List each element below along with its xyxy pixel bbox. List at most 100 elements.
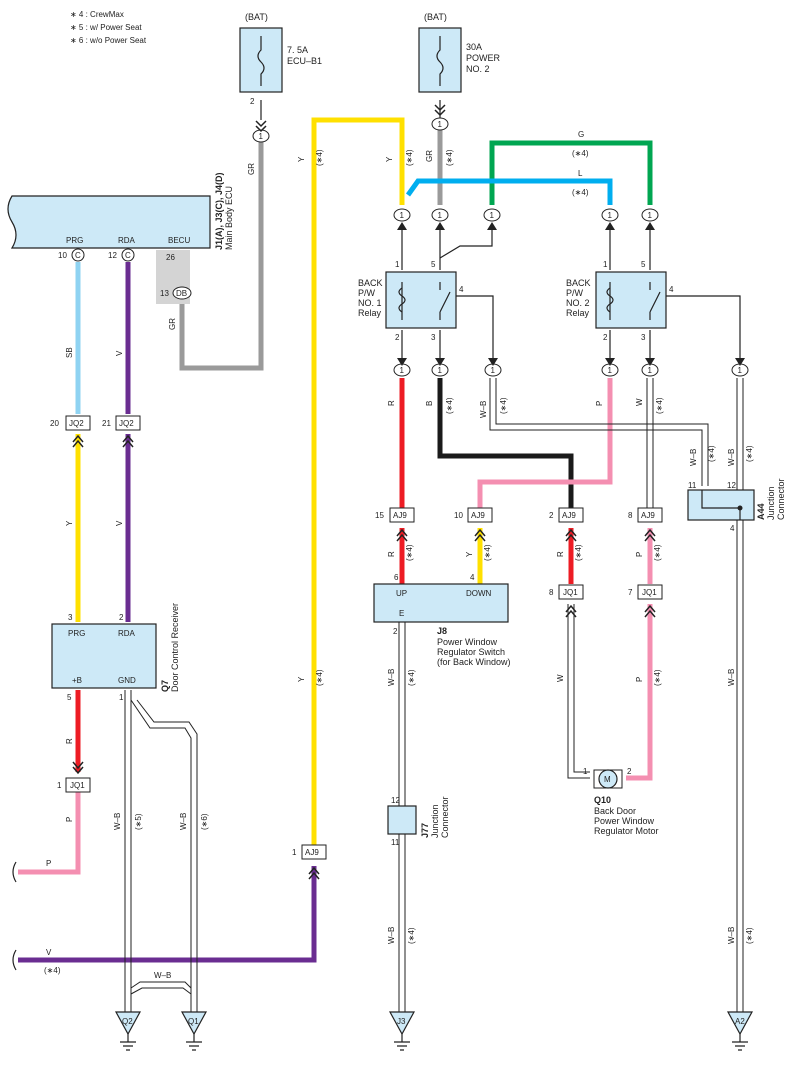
svg-text:W: W: [556, 674, 565, 682]
svg-text:Y: Y: [297, 156, 306, 162]
svg-text:W–B: W–B: [727, 927, 736, 944]
svg-text:SB: SB: [65, 347, 74, 358]
svg-text:(∗4): (∗4): [574, 544, 583, 561]
svg-text:Power Window: Power Window: [594, 816, 655, 826]
svg-text:P: P: [65, 817, 74, 822]
svg-text:J8: J8: [437, 626, 447, 636]
svg-text:(∗4): (∗4): [745, 445, 754, 462]
svg-text:3: 3: [431, 333, 436, 342]
svg-text:(∗4): (∗4): [445, 149, 454, 166]
wire-g: [489, 140, 653, 205]
junction-connector-a44: 11 12 4 A44 Junction Connector: [687, 478, 786, 533]
svg-text:(∗4): (∗4): [315, 149, 324, 166]
svg-text:1: 1: [292, 848, 297, 857]
wire-p-relay2: [477, 378, 613, 508]
svg-text:W–B: W–B: [387, 927, 396, 944]
chevron-markers: [72, 104, 656, 880]
fuse-ecu-b1: (BAT) 7. 5A ECU–B1 2: [239, 12, 322, 106]
svg-text:W: W: [635, 398, 644, 406]
svg-text:BACK: BACK: [566, 278, 591, 288]
svg-text:(BAT): (BAT): [245, 12, 268, 22]
svg-text:M: M: [604, 775, 611, 784]
svg-text:Relay: Relay: [566, 308, 590, 318]
svg-text:(∗4): (∗4): [405, 149, 414, 166]
svg-text:1: 1: [438, 366, 443, 375]
svg-text:7: 7: [628, 588, 633, 597]
wire-labels: GR GR Y (∗4) Y (∗4) GR (∗4) G (∗4) L (∗4…: [44, 130, 754, 980]
svg-text:Back Door: Back Door: [594, 806, 636, 816]
svg-text:Junction: Junction: [430, 804, 440, 838]
svg-text:15: 15: [375, 511, 384, 520]
svg-text:W–B: W–B: [154, 971, 171, 980]
svg-text:W–B: W–B: [479, 401, 488, 418]
svg-text:1: 1: [583, 767, 588, 776]
svg-text:13: 13: [160, 289, 169, 298]
svg-text:(BAT): (BAT): [424, 12, 447, 22]
svg-text:(∗4): (∗4): [315, 669, 324, 686]
svg-text:UP: UP: [396, 589, 407, 598]
note-power-seat: ∗ 5 : w/ Power Seat: [70, 23, 142, 32]
svg-text:P: P: [635, 552, 644, 557]
fuse-power-no2: (BAT) 30A POWER NO. 2: [418, 12, 501, 93]
svg-text:R: R: [387, 400, 396, 406]
svg-text:11: 11: [688, 481, 697, 490]
svg-text:J3: J3: [397, 1017, 406, 1026]
svg-text:8: 8: [549, 588, 554, 597]
power-window-regulator-switch: UP DOWN E 6 4 2 J8 Power Window Regulato…: [373, 573, 511, 667]
svg-text:P: P: [595, 401, 604, 406]
svg-text:Power Window: Power Window: [437, 637, 498, 647]
svg-text:2: 2: [250, 97, 255, 106]
svg-text:30A: 30A: [466, 42, 482, 52]
svg-text:(∗4): (∗4): [407, 927, 416, 944]
svg-text:W–B: W–B: [387, 669, 396, 686]
svg-text:GR: GR: [247, 163, 256, 175]
svg-text:W–B: W–B: [113, 813, 122, 830]
svg-text:10: 10: [58, 251, 67, 260]
main-body-ecu: PRG RDA BECU J1(A), J3(C), J4(D) Main Bo…: [7, 172, 234, 304]
svg-text:2: 2: [603, 333, 608, 342]
svg-text:(∗4): (∗4): [44, 966, 61, 975]
svg-text:5: 5: [67, 693, 72, 702]
svg-text:NO. 2: NO. 2: [566, 298, 590, 308]
svg-text:1: 1: [608, 211, 613, 220]
svg-text:Q10: Q10: [594, 795, 611, 805]
svg-text:Regulator Switch: Regulator Switch: [437, 647, 505, 657]
svg-text:P/W: P/W: [358, 288, 376, 298]
svg-text:RDA: RDA: [118, 236, 136, 245]
note-crewmax: ∗ 4 : CrewMax: [70, 10, 124, 19]
back-door-motor: M 1 2 Q10 Back Door Power Window Regulat…: [583, 767, 659, 836]
svg-text:C: C: [75, 251, 81, 260]
svg-text:(∗4): (∗4): [405, 544, 414, 561]
svg-text:1: 1: [490, 211, 495, 220]
svg-text:7. 5A: 7. 5A: [287, 45, 308, 55]
svg-text:Connector: Connector: [776, 478, 786, 520]
svg-text:1: 1: [438, 120, 443, 129]
svg-text:DB: DB: [176, 289, 187, 298]
svg-text:W–B: W–B: [179, 813, 188, 830]
svg-text:1: 1: [119, 693, 124, 702]
svg-text:4: 4: [730, 524, 735, 533]
svg-text:1: 1: [395, 260, 400, 269]
svg-text:AJ9: AJ9: [641, 511, 655, 520]
svg-text:3: 3: [641, 333, 646, 342]
arrow-markers: [397, 222, 745, 366]
wire-wb-group: [124, 378, 744, 1012]
svg-text:GND: GND: [118, 676, 136, 685]
svg-text:1: 1: [738, 366, 743, 375]
svg-text:BECU: BECU: [168, 236, 190, 245]
svg-text:(∗5): (∗5): [134, 813, 143, 830]
svg-text:AJ9: AJ9: [562, 511, 576, 520]
svg-text:P: P: [46, 859, 51, 868]
svg-text:1: 1: [648, 366, 653, 375]
wire-l: [405, 178, 613, 205]
svg-text:6: 6: [394, 573, 399, 582]
svg-text:1: 1: [648, 211, 653, 220]
svg-text:(∗4): (∗4): [499, 397, 508, 414]
svg-text:POWER: POWER: [466, 53, 501, 63]
svg-text:Door Control Receiver: Door Control Receiver: [170, 603, 180, 692]
relay-back-pw-no1: 1 5 4 2 3 BACK P/W NO. 1 Relay: [358, 260, 464, 342]
svg-text:A44: A44: [756, 503, 766, 520]
svg-text:R: R: [556, 551, 565, 557]
svg-text:B: B: [425, 401, 434, 406]
